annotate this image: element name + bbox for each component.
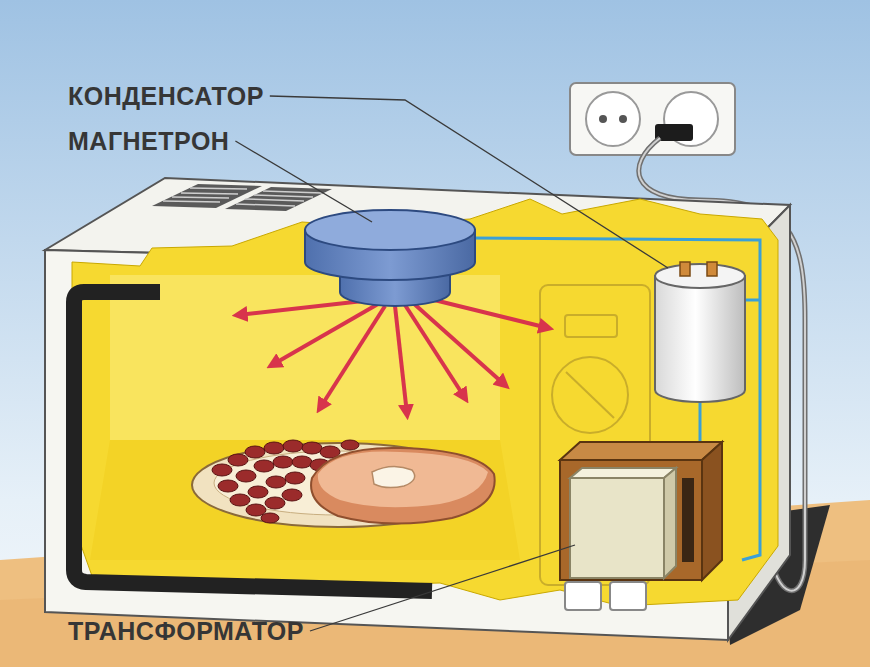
wires-part bbox=[745, 299, 760, 302]
vent-grille-part bbox=[225, 187, 332, 211]
beans-part bbox=[236, 470, 256, 482]
buttons-part bbox=[565, 582, 601, 610]
microwave-rays-part bbox=[238, 300, 372, 315]
buttons-part bbox=[610, 582, 646, 610]
transformer-part bbox=[560, 460, 702, 580]
control-panel-part bbox=[565, 315, 617, 337]
beans-part bbox=[261, 513, 279, 523]
part-label: МАГНЕТРОН bbox=[68, 127, 229, 155]
beans-part bbox=[212, 464, 232, 476]
capacitor-part bbox=[655, 276, 745, 402]
beans-part bbox=[282, 489, 302, 501]
beans-part bbox=[228, 454, 248, 466]
beans-part bbox=[254, 460, 274, 472]
beans-part bbox=[292, 456, 312, 468]
wall-socket-part bbox=[586, 92, 640, 146]
capacitor-part bbox=[680, 262, 690, 276]
microwave-rays-part bbox=[272, 304, 378, 365]
steak-part bbox=[318, 451, 488, 507]
leader-line bbox=[310, 545, 575, 631]
cutaway-interior bbox=[72, 199, 778, 606]
steak-part bbox=[311, 448, 495, 524]
leader-line bbox=[235, 141, 372, 222]
beans-part bbox=[266, 476, 286, 488]
transformer-part bbox=[702, 442, 722, 580]
beans-part bbox=[265, 497, 285, 509]
vent-grille bbox=[152, 184, 332, 211]
beans-part bbox=[230, 494, 250, 506]
transformer bbox=[560, 442, 722, 580]
steak-part bbox=[372, 466, 415, 487]
door-frame bbox=[74, 292, 432, 591]
transformer-part bbox=[682, 478, 694, 562]
buttons bbox=[565, 582, 646, 610]
wall-socket-part bbox=[655, 124, 693, 141]
beans-part bbox=[302, 442, 322, 454]
capacitor-part bbox=[707, 262, 717, 276]
magnetron bbox=[305, 210, 475, 306]
beans-part bbox=[246, 504, 266, 516]
beans-part bbox=[218, 480, 238, 492]
part-label: КОНДЕНСАТОР bbox=[68, 82, 264, 110]
microwave-rays-part bbox=[395, 306, 407, 414]
beans-part bbox=[285, 472, 305, 484]
microwave-body bbox=[45, 178, 790, 640]
control-panel-part bbox=[552, 357, 628, 433]
microwave-rays-part bbox=[405, 305, 465, 398]
microwave-rays-part bbox=[320, 306, 385, 408]
transformer-part bbox=[664, 468, 676, 578]
beans-part bbox=[283, 440, 303, 452]
beans-part bbox=[273, 456, 293, 468]
cavity-floor bbox=[90, 440, 520, 560]
beans-part bbox=[341, 440, 359, 450]
wall-socket-part bbox=[619, 115, 627, 123]
vent-grille-part bbox=[163, 188, 322, 206]
beans-part bbox=[245, 446, 265, 458]
steak bbox=[311, 448, 495, 524]
capacitor bbox=[655, 262, 745, 402]
control-panel-part bbox=[566, 372, 614, 418]
part-label: ТРАНСФОРМАТОР bbox=[68, 617, 304, 645]
wall-socket-part bbox=[599, 115, 607, 123]
leader-line bbox=[270, 96, 668, 268]
capacitor-part bbox=[655, 264, 745, 288]
transformer-part bbox=[570, 468, 676, 478]
beans-part bbox=[264, 442, 284, 454]
beans-part bbox=[248, 486, 268, 498]
transformer-part bbox=[560, 442, 722, 460]
magnetron-part bbox=[305, 210, 475, 250]
transformer-part bbox=[570, 478, 664, 578]
microwave-rays bbox=[238, 296, 548, 414]
